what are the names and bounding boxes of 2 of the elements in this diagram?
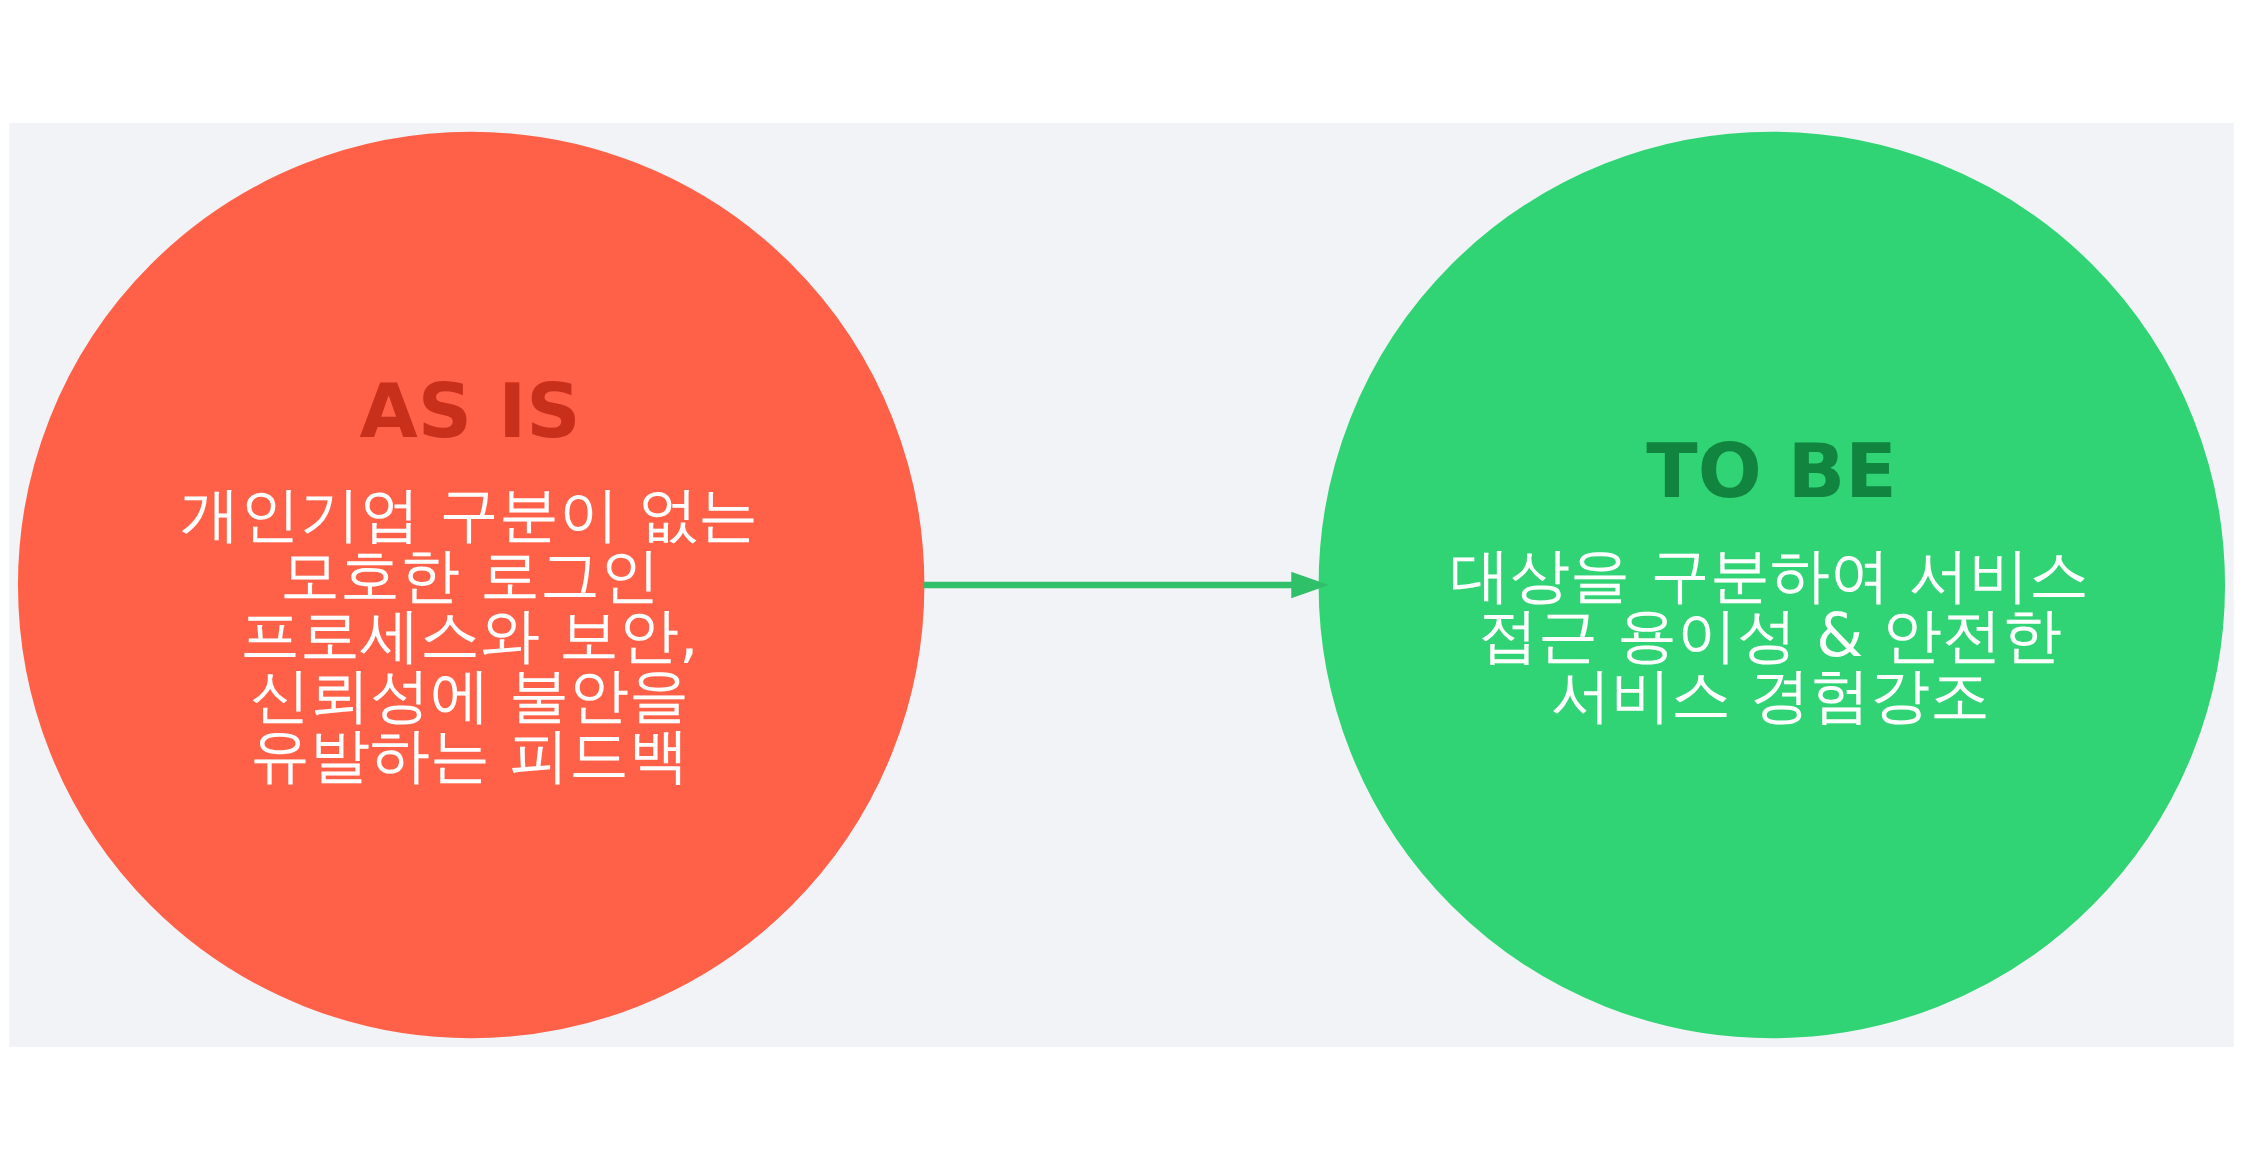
arrow [923, 571, 1329, 599]
node-circle: TO BE 대상을 구분하여 서비스 접근 용이성 & 안전한 서비스 경험강조 [1318, 131, 2226, 1039]
